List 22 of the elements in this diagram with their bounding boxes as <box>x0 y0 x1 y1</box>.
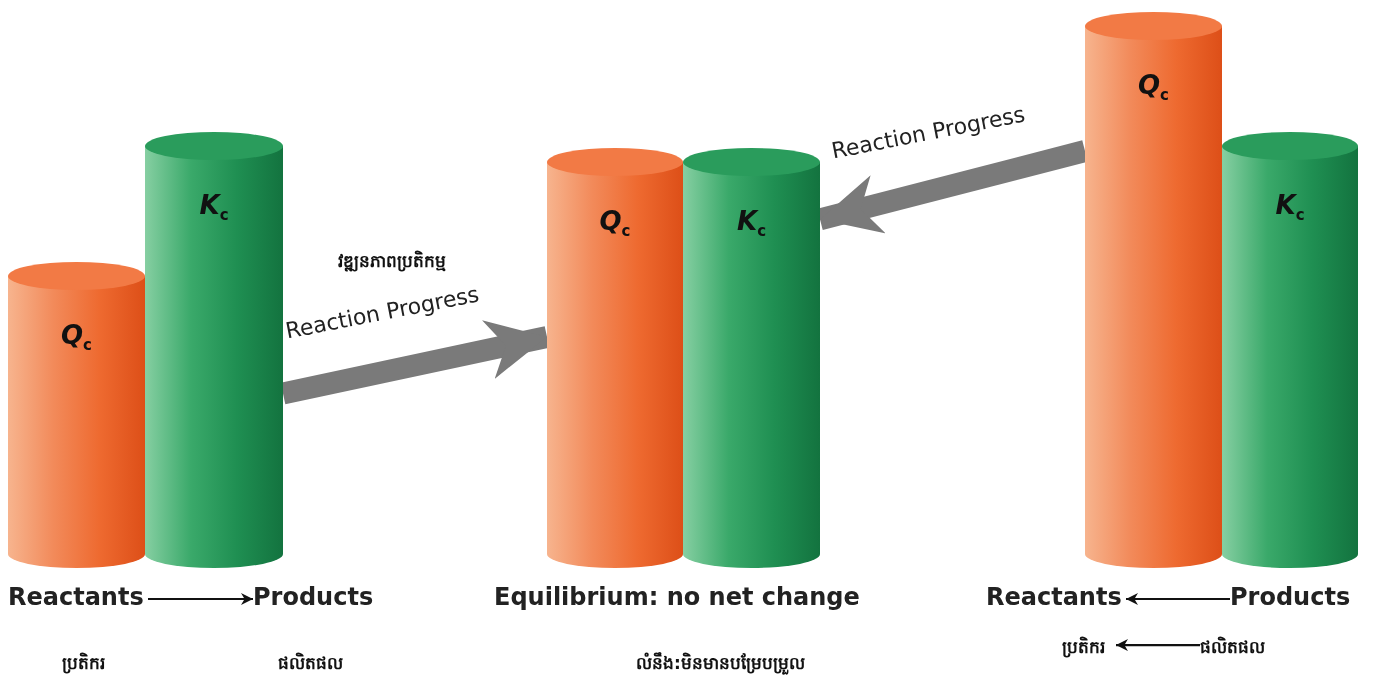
caption-text: ប្រតិករ <box>62 652 105 676</box>
arrow <box>148 593 253 605</box>
term-label: Products <box>253 583 381 615</box>
caption-text: វឌ្ឍនភាពប្រតិកម្ម <box>338 250 446 274</box>
symbol-label: Q$_{c}$ <box>60 320 93 355</box>
edge-label: Reaction Progress <box>829 101 1027 164</box>
term-label: ប្រតិករ <box>1062 636 1116 662</box>
caption-text: Equilibrium: no net change <box>494 583 860 611</box>
arrow <box>1116 639 1200 652</box>
caption-text: ផលិតផល <box>278 652 343 675</box>
term-label: Products <box>1230 583 1358 615</box>
term-label: Reactants <box>986 583 1126 615</box>
arrow <box>1126 593 1230 605</box>
symbol-label: K$_{c}$ <box>198 190 230 225</box>
symbol-label: Q$_{c}$ <box>598 206 632 241</box>
term-label: Reactants <box>8 583 148 615</box>
caption-text: លំនឹង:មិនមានបម្រែបម្រួល <box>636 652 805 677</box>
term-label: ផលិតផល <box>1200 636 1275 662</box>
edge-label: Reaction Progress <box>283 281 481 344</box>
symbol-label: K$_{c}$ <box>1274 190 1306 225</box>
symbol-label: K$_{c}$ <box>735 206 768 241</box>
symbol-label: Q$_{c}$ <box>1137 70 1170 105</box>
